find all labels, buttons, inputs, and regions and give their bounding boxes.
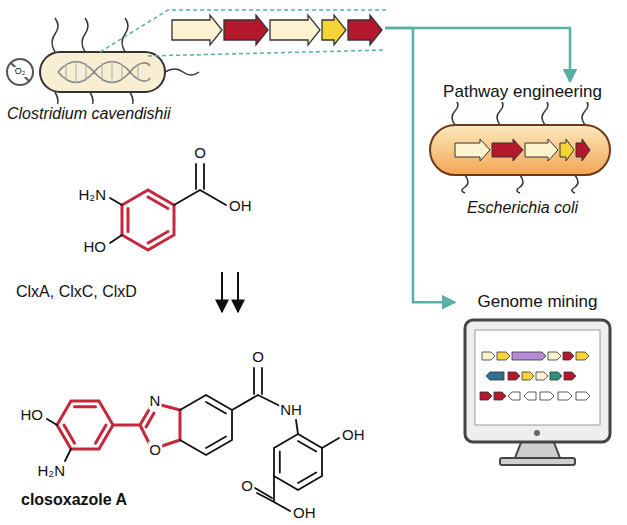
- gene-cluster-part: [322, 15, 346, 45]
- ecoli-cell-part-part: [560, 139, 574, 161]
- atom-label: O: [251, 349, 265, 366]
- computer-monitor-part-part: [486, 372, 504, 380]
- ecoli-cell-part: [430, 125, 610, 175]
- no-oxygen-symbol-part: [11, 63, 29, 81]
- computer-monitor-part-part: [563, 352, 574, 360]
- atom-label: OH: [228, 198, 253, 215]
- atom-label: OH: [292, 505, 317, 522]
- computer-monitor-part-part: [576, 392, 590, 400]
- computer-monitor-part: [475, 330, 600, 425]
- reaction-arrows: [222, 272, 238, 312]
- computer-monitor-part-part: [548, 352, 561, 360]
- computer-monitor-part-part: [480, 392, 492, 400]
- atom-label: NH: [279, 402, 303, 419]
- computer-monitor-part-part: [576, 352, 589, 360]
- computer-monitor-part: [500, 458, 575, 465]
- atom-label: H₂N: [37, 463, 67, 480]
- closoxazole-structure-part: [280, 441, 316, 483]
- organism-panel: Clostridium cavendishii: [5, 5, 385, 123]
- closoxazole-structure-part: [113, 405, 180, 446]
- computer-monitor-part-part: [540, 392, 554, 400]
- closoxazole-structure-part: [206, 402, 226, 448]
- compound-name: closoxazole A: [20, 491, 128, 509]
- computer-monitor-part-part: [512, 352, 546, 360]
- computer-monitor-part: [465, 320, 610, 442]
- ecoli-cell-part-part: [525, 139, 558, 161]
- atom-label: O: [193, 145, 207, 162]
- clostridium-cell-part: [66, 61, 138, 83]
- gene-cluster-part: [348, 15, 382, 45]
- gene-cluster-part: [270, 15, 320, 45]
- computer-monitor-part: [480, 352, 590, 400]
- reaction-arrows-part: [221, 272, 223, 312]
- closoxazole-structure-part: [274, 434, 322, 490]
- closoxazole-structure-part: [47, 419, 339, 511]
- ecoli-cell-part: [452, 99, 588, 193]
- computer-monitor-part-part: [564, 372, 576, 380]
- atom-label: O: [148, 442, 162, 459]
- closoxazole-structure-part: [180, 395, 232, 455]
- engineering-panel: Pathway engineeringEscherichia coli: [430, 82, 615, 217]
- substrate-structure-part: [122, 190, 174, 250]
- oxygen-symbol-text: O₂: [14, 67, 27, 77]
- ecoli-cell-part-part: [455, 139, 490, 161]
- no-oxygen-symbol-part: [7, 59, 33, 85]
- ecoli-cell-part: [455, 139, 590, 161]
- zoom-lines: [100, 10, 386, 56]
- substrate-structure-part: [128, 197, 168, 243]
- clostridium-cell-part: [40, 52, 165, 92]
- computer-monitor-part-part: [550, 372, 562, 380]
- computer-monitor-part-part: [522, 372, 534, 380]
- ecoli-cell: [430, 99, 610, 193]
- ecoli-cell-part-part: [576, 139, 590, 161]
- panel-heading: Clostridium cavendishii: [5, 104, 173, 123]
- atom-label: OH: [341, 427, 366, 444]
- zoom-lines-part: [100, 10, 386, 56]
- panel-heading: Genome mining: [475, 292, 599, 312]
- computer-monitor-part-part: [494, 392, 506, 400]
- substrate-structure: [110, 164, 226, 250]
- computer-monitor: [465, 320, 610, 465]
- panel-heading: Pathway engineering: [441, 82, 604, 102]
- atom-label: N: [149, 393, 162, 410]
- gene-cluster-part: [172, 15, 222, 45]
- no-oxygen-symbol: [7, 59, 33, 85]
- closoxazole-structure-part: [57, 401, 113, 449]
- computer-monitor-part-part: [508, 392, 520, 400]
- computer-monitor-part-part: [508, 372, 520, 380]
- closoxazole-structure: [47, 368, 339, 511]
- atom-label: HO: [83, 239, 108, 256]
- atom-label: H₂N: [78, 187, 108, 204]
- ecoli-cell-part-part: [492, 139, 523, 161]
- computer-monitor-part-part: [558, 392, 572, 400]
- enzyme-names: ClxA, ClxC, ClxD: [15, 283, 138, 301]
- panel-caption: Escherichia coli: [465, 198, 580, 217]
- gene-cluster-part: [224, 15, 268, 45]
- computer-monitor-part-part: [482, 352, 495, 360]
- substrate-structure-part: [110, 164, 226, 243]
- computer-monitor-part: [534, 430, 540, 436]
- clostridium-cell-part: [58, 62, 150, 83]
- computer-monitor-part-part: [524, 392, 536, 400]
- computer-monitor-part-part: [497, 352, 510, 360]
- reaction-arrows-part: [237, 272, 239, 312]
- computer-monitor-part-part: [536, 372, 548, 380]
- closoxazole-structure-part: [232, 368, 298, 434]
- closoxazole-structure-part: [64, 407, 106, 443]
- atom-label: HO: [20, 407, 45, 424]
- atom-label: O: [240, 478, 254, 495]
- mining-panel: Genome mining: [455, 292, 620, 472]
- flow-arrow: [385, 28, 455, 302]
- gene-cluster: [172, 15, 382, 45]
